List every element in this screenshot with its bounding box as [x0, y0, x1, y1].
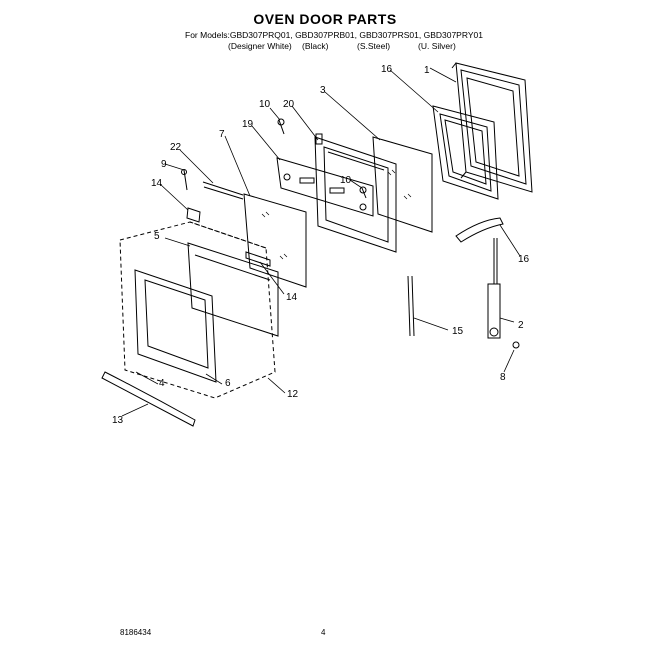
callout-9: 9 — [161, 159, 167, 170]
callout-6: 6 — [225, 378, 231, 389]
callout-2: 2 — [518, 320, 524, 331]
part-rod — [202, 181, 244, 200]
callout-16-upper: 16 — [381, 64, 393, 75]
callout-15: 15 — [452, 326, 464, 337]
leader-lines — [121, 67, 521, 417]
part-glass-panel — [372, 136, 433, 233]
callout-3: 3 — [320, 85, 326, 96]
part-bracket-left — [186, 207, 201, 223]
part-hinge-spring — [455, 217, 504, 243]
callout-20: 20 — [283, 99, 295, 110]
variant-silver: (U. Silver) — [418, 41, 456, 51]
part-liner-frame — [314, 133, 397, 253]
callout-7: 7 — [219, 129, 225, 140]
part-inner-door-frame — [432, 105, 499, 200]
callout-14-upper: 14 — [151, 178, 163, 189]
model-list: For Models:GBD307PRQ01, GBD307PRB01, GBD… — [185, 30, 483, 40]
part-hinge-screw — [512, 341, 520, 349]
document-number: 8186434 — [120, 628, 152, 637]
callout-14-lower: 14 — [286, 292, 298, 303]
callout-5: 5 — [154, 231, 160, 242]
callout-10-upper: 10 — [259, 99, 271, 110]
callout-4: 4 — [159, 378, 165, 389]
part-clip — [181, 169, 188, 191]
page-title: OVEN DOOR PARTS — [253, 11, 397, 27]
part-outer-door-frame — [451, 62, 533, 193]
page-number: 4 — [321, 628, 326, 637]
callout-19: 19 — [242, 119, 254, 130]
variant-black: (Black) — [302, 41, 329, 51]
part-vent-plate — [276, 157, 374, 217]
callout-1: 1 — [424, 65, 430, 76]
part-screw-lower — [359, 186, 367, 199]
part-screw-upper — [277, 118, 285, 135]
callout-22: 22 — [170, 142, 182, 153]
part-door-assembly — [119, 221, 279, 399]
part-door-handle — [101, 371, 196, 427]
part-inner-glass — [243, 193, 307, 288]
callout-16-lower: 16 — [518, 254, 530, 265]
callout-8: 8 — [500, 372, 506, 383]
callout-13: 13 — [112, 415, 124, 426]
variant-designer-white: (Designer White) — [228, 41, 292, 51]
part-hinge — [487, 238, 501, 339]
part-hinge-receiver — [407, 275, 415, 337]
variant-stainless-steel: (S.Steel) — [357, 41, 391, 51]
callout-12: 12 — [287, 389, 299, 400]
part-bracket-right — [245, 251, 271, 267]
callout-10-lower: 10 — [340, 175, 352, 186]
callout-labels: 1 2 3 4 5 6 7 8 9 10 10 12 13 14 14 15 1… — [112, 64, 530, 426]
